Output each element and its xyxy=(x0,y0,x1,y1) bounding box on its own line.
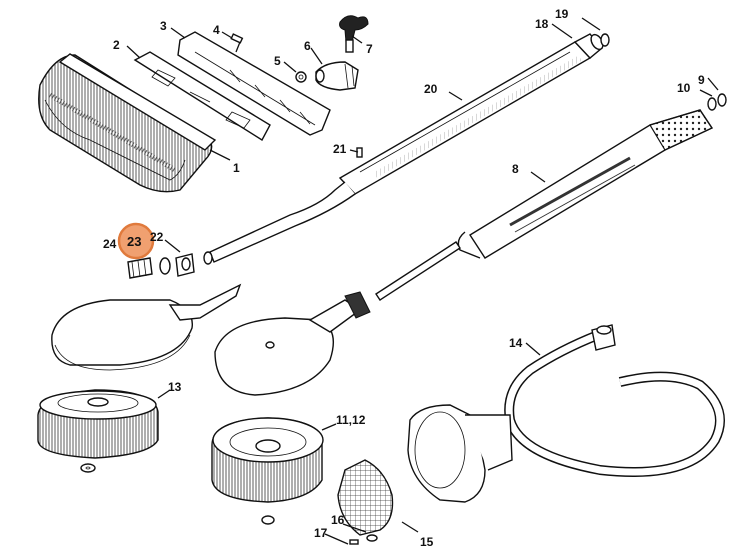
label-part-15: 15 xyxy=(420,535,434,549)
label-part-19: 19 xyxy=(555,7,569,21)
label-part-17: 17 xyxy=(314,526,328,540)
ring-part-b xyxy=(717,93,727,107)
label-part-14: 14 xyxy=(509,336,523,350)
washer-part xyxy=(295,71,307,83)
hose-part xyxy=(504,324,725,477)
ring-part-a xyxy=(707,97,717,111)
bracket-part xyxy=(133,51,271,141)
label-part-13: 13 xyxy=(168,380,182,394)
knob-part xyxy=(339,15,369,53)
label-part-10: 10 xyxy=(677,81,691,95)
center-brush-head-part xyxy=(211,291,371,525)
small-screw-part xyxy=(356,147,363,158)
fitting-parts xyxy=(127,253,195,279)
label-part-16: 16 xyxy=(331,513,345,527)
label-part-6: 6 xyxy=(304,39,311,53)
left-brush-head-part xyxy=(37,283,242,473)
label-part-7: 7 xyxy=(366,42,373,56)
label-part-23: 23 xyxy=(127,234,141,249)
label-part-4: 4 xyxy=(213,23,220,37)
label-part-11-12: 11,12 xyxy=(336,413,366,427)
label-part-5: 5 xyxy=(274,54,281,68)
label-part-3: 3 xyxy=(160,19,167,33)
handle-part xyxy=(375,109,714,301)
housing-part xyxy=(337,404,513,545)
label-part-8: 8 xyxy=(512,162,519,176)
label-part-24: 24 xyxy=(103,237,117,251)
label-part-2: 2 xyxy=(113,38,120,52)
label-part-21: 21 xyxy=(333,142,347,156)
tube-part xyxy=(203,33,604,265)
label-part-22: 22 xyxy=(150,230,164,244)
label-part-1: 1 xyxy=(233,161,240,175)
oring-part xyxy=(600,33,610,47)
label-part-18: 18 xyxy=(535,17,549,31)
flat-brush-part xyxy=(38,53,217,193)
highlight-ring xyxy=(117,222,155,260)
joint-part xyxy=(315,61,359,91)
label-part-9: 9 xyxy=(698,73,705,87)
screw-part xyxy=(230,33,244,53)
holder-part xyxy=(177,31,331,136)
label-part-20: 20 xyxy=(424,82,438,96)
